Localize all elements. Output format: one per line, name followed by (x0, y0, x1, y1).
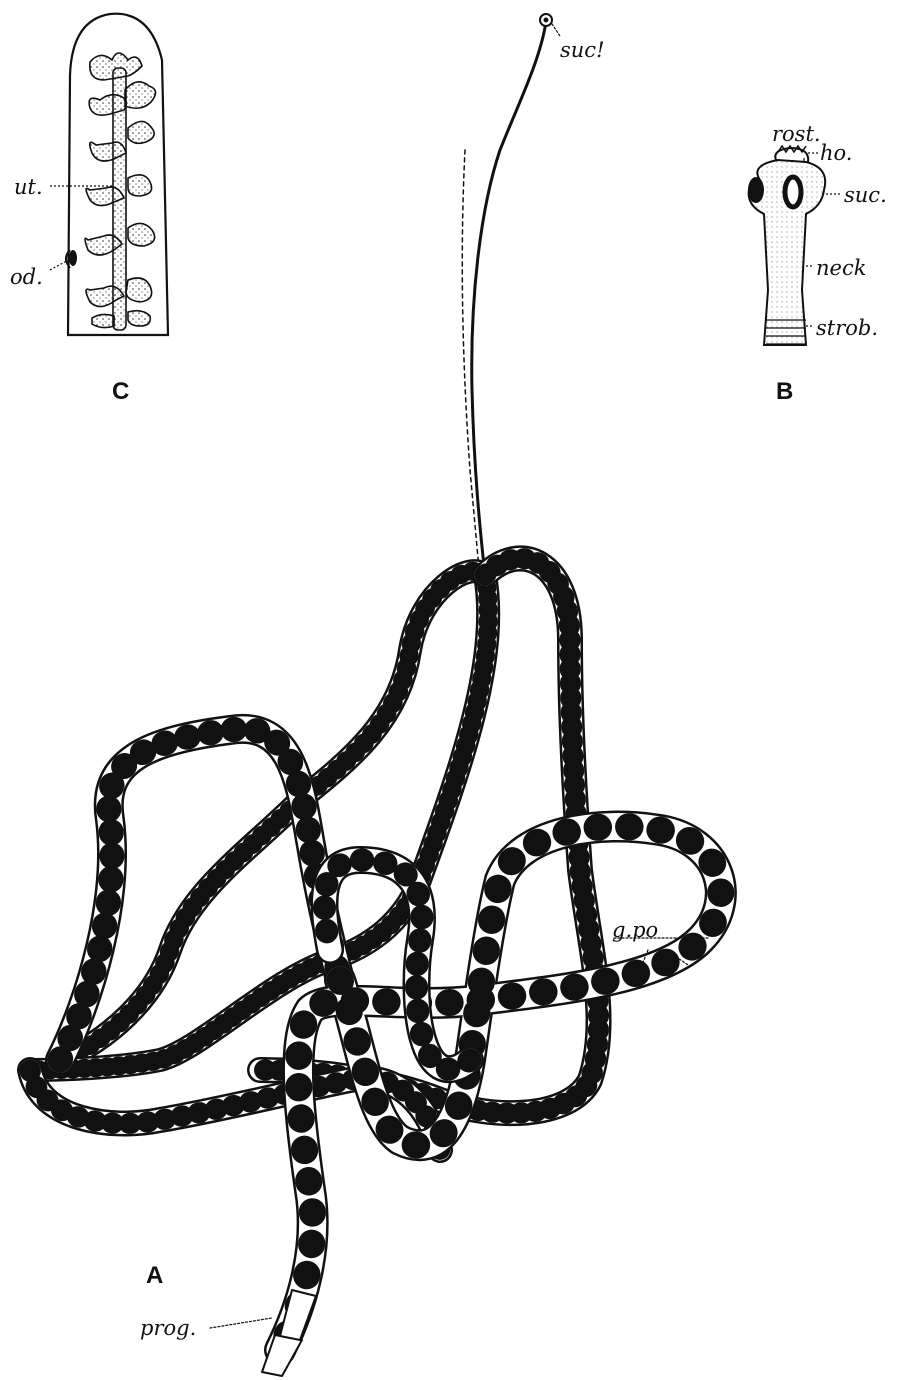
label-ut: ut. (14, 177, 43, 198)
label-ho: ho. (820, 143, 852, 164)
label-rost: rost. (772, 124, 821, 145)
label-prog: prog. (140, 1318, 196, 1339)
panel-letter-b: B (776, 380, 793, 404)
label-suc-proglottid: suc! (560, 40, 605, 61)
label-neck: neck (816, 258, 866, 279)
label-suc: suc. (844, 185, 887, 206)
label-od: od. (10, 267, 43, 288)
panel-letter-a: A (146, 1264, 163, 1288)
worm-strands (30, 558, 721, 1350)
panel-letter-c: C (112, 380, 129, 404)
label-g-po: g.po (612, 920, 658, 941)
panel-c-proglottid (50, 14, 168, 335)
label-strob: strob. (816, 318, 878, 339)
genital-pore (69, 250, 77, 266)
